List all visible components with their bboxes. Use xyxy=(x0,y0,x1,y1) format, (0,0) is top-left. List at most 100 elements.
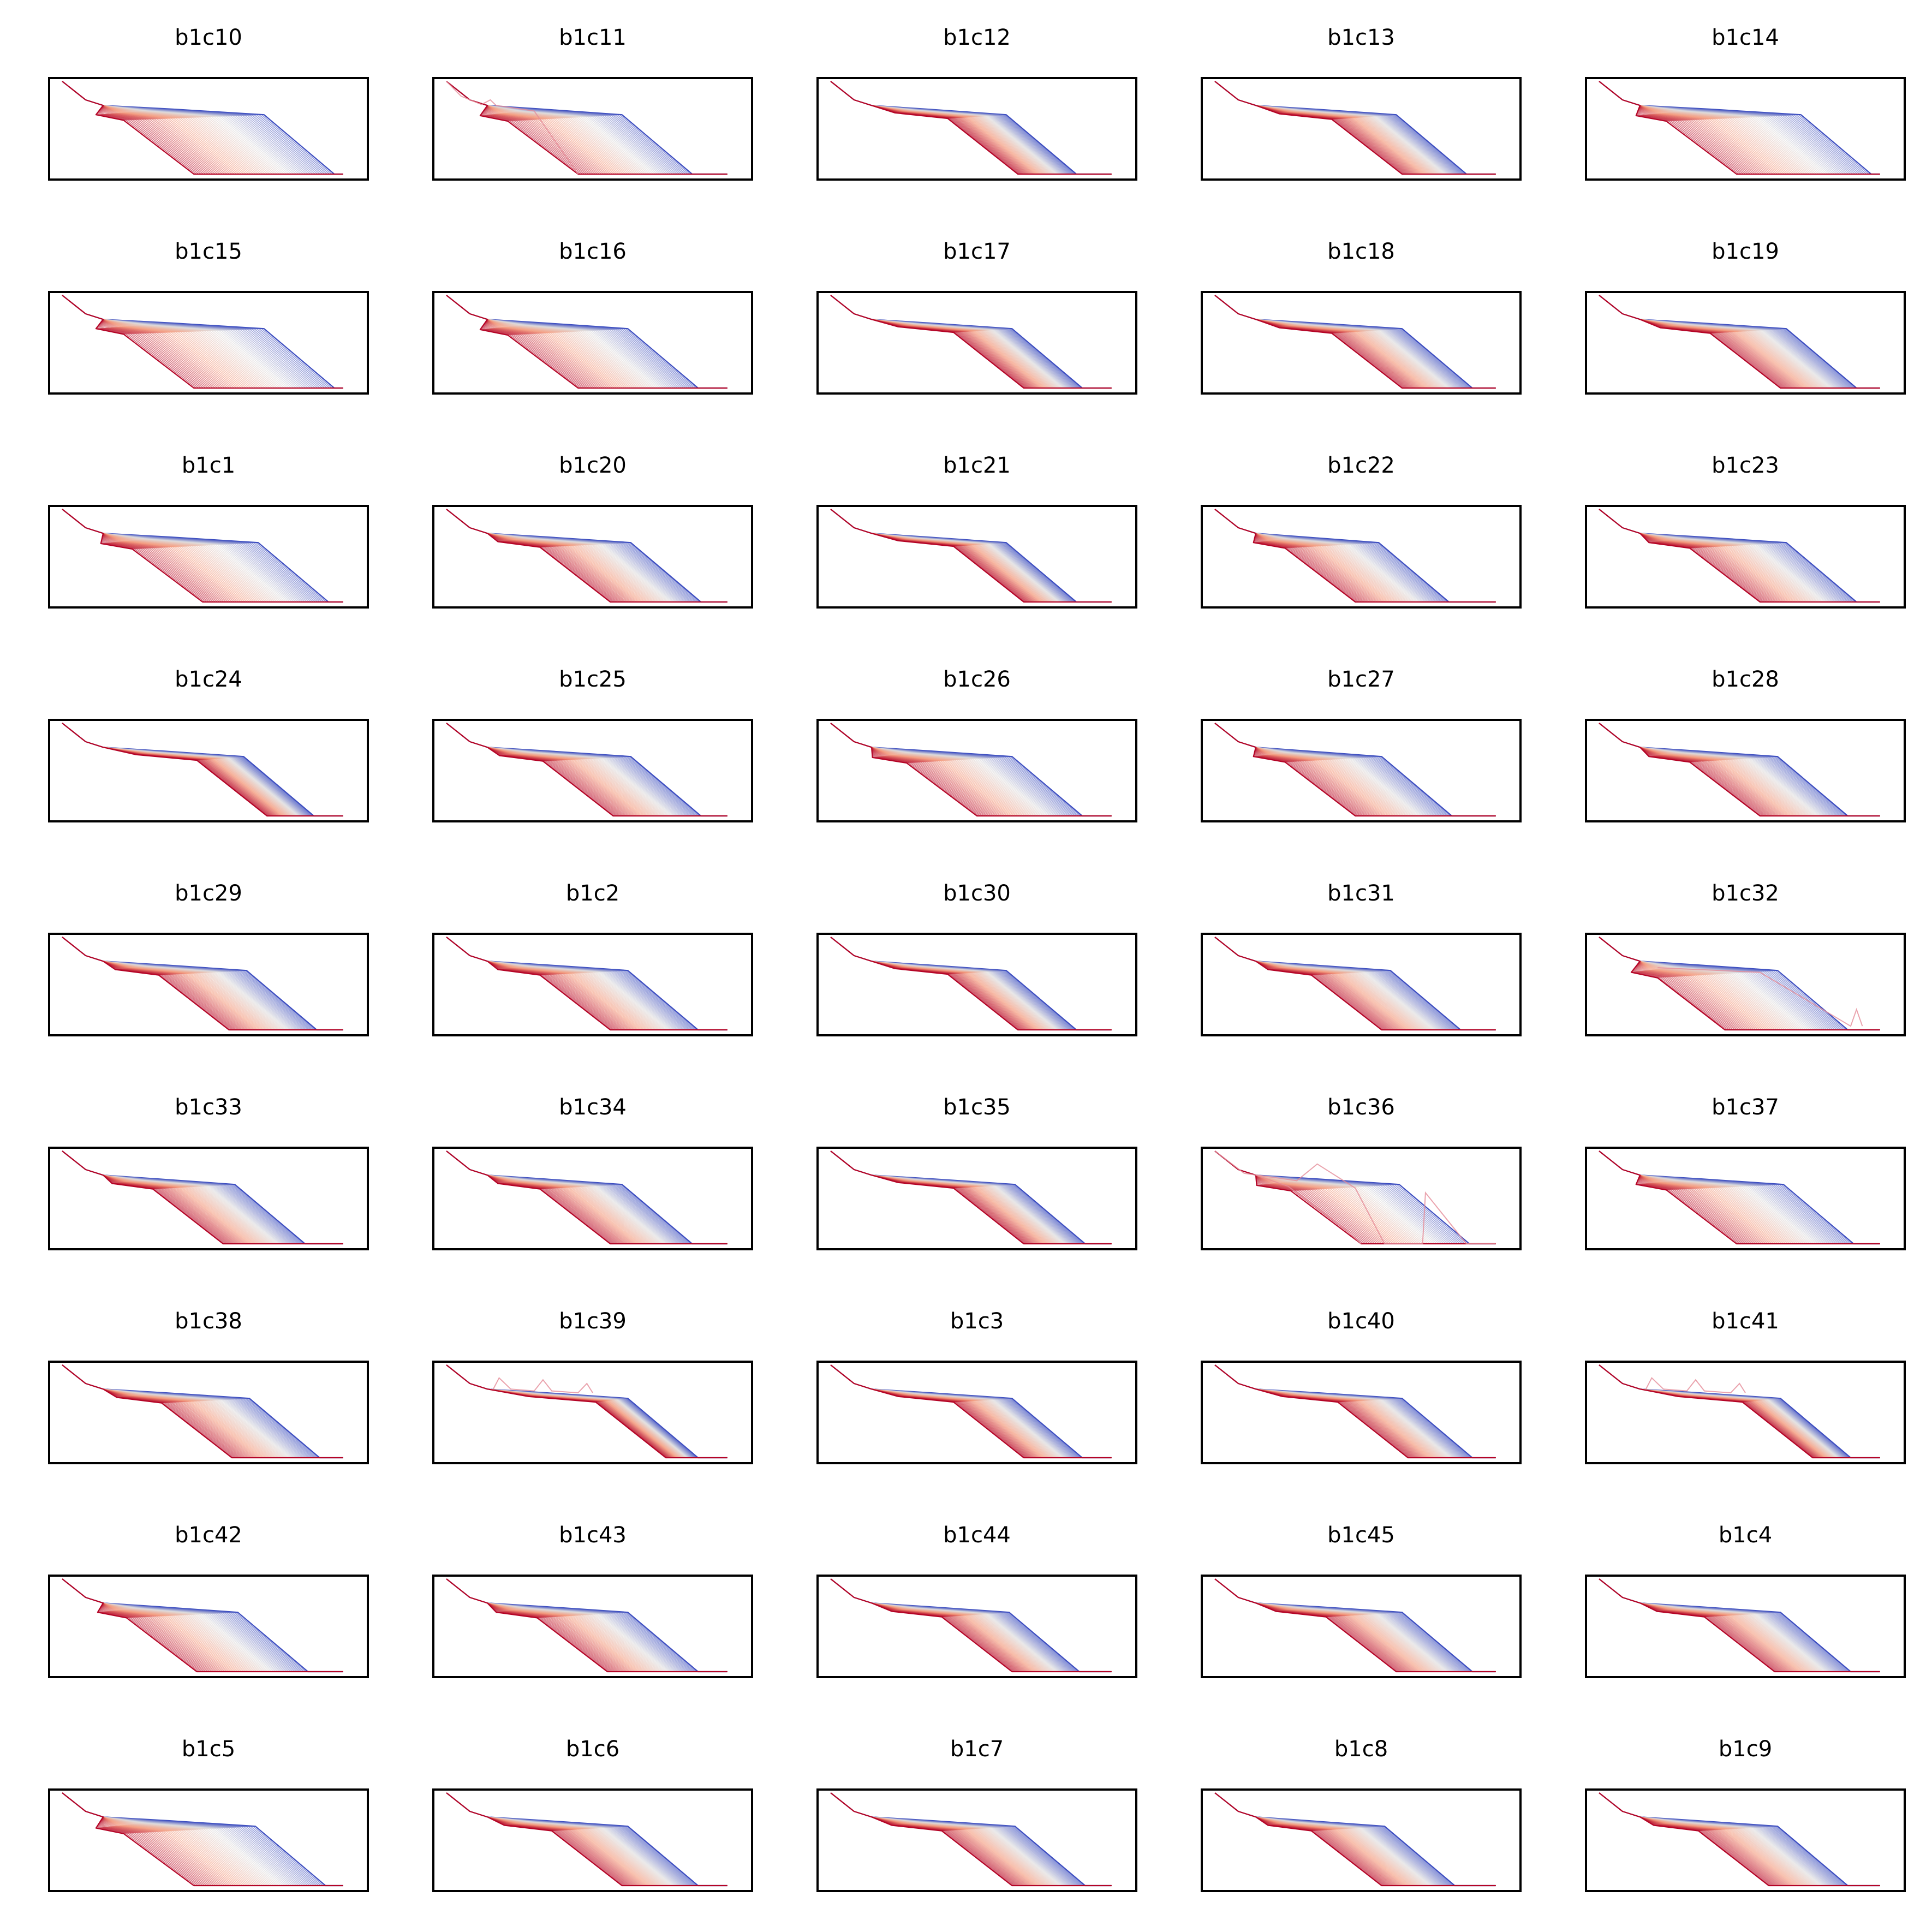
series-group xyxy=(830,1578,1112,1673)
cycle-curve xyxy=(1599,1364,1880,1458)
cycle-curve xyxy=(62,1578,343,1672)
panel-title: b1c23 xyxy=(1712,453,1779,478)
panel-b1c10: b1c10 xyxy=(48,25,369,182)
cycle-curve xyxy=(446,1364,728,1458)
panel-title: b1c39 xyxy=(559,1309,627,1334)
panel-b1c38: b1c38 xyxy=(48,1308,369,1465)
cycle-curve xyxy=(1599,1364,1880,1458)
cycle-curve xyxy=(830,81,1112,175)
panel-b1c44: b1c44 xyxy=(816,1522,1137,1679)
cycle-curve xyxy=(446,1364,728,1458)
series-group xyxy=(1599,295,1880,389)
plot-area xyxy=(48,1361,369,1464)
cycle-curve xyxy=(62,723,343,816)
series-group xyxy=(446,295,728,389)
panel-b1c19: b1c19 xyxy=(1585,238,1906,396)
cycle-curve xyxy=(446,1578,728,1672)
cycle-curve xyxy=(62,723,343,816)
panel-title: b1c18 xyxy=(1327,239,1395,264)
cycle-curve xyxy=(446,1364,728,1458)
cycle-curve xyxy=(62,1578,343,1672)
cycle-curve xyxy=(1599,1364,1880,1458)
cycle-curve xyxy=(1599,1364,1880,1458)
panel-b1c8: b1c8 xyxy=(1201,1736,1522,1893)
cycle-curve xyxy=(62,1578,343,1672)
cycle-curve xyxy=(1599,1364,1880,1458)
cycle-curve xyxy=(62,723,343,816)
panel-title: b1c10 xyxy=(175,25,242,50)
cycle-curve xyxy=(446,1578,728,1672)
series-group xyxy=(1599,1150,1880,1245)
cycle-curve xyxy=(446,1364,728,1458)
cycle-curve xyxy=(446,1578,728,1672)
cycle-curve xyxy=(62,723,343,816)
cycle-curve xyxy=(446,1364,728,1458)
series-group xyxy=(62,1578,343,1673)
axes-frame xyxy=(432,1147,753,1250)
cycle-curve xyxy=(446,1364,728,1458)
cycle-curve xyxy=(62,723,343,816)
axes-frame xyxy=(1585,505,1906,609)
cycle-curve xyxy=(62,1150,343,1244)
panel-title: b1c45 xyxy=(1327,1523,1395,1548)
plot-area xyxy=(432,1147,753,1250)
cycle-curve xyxy=(62,723,343,816)
plot-area xyxy=(1585,719,1906,822)
cycle-curve xyxy=(1599,937,1880,1031)
cycle-curve xyxy=(446,1578,728,1672)
cycle-curve xyxy=(62,723,343,816)
series-group xyxy=(446,723,728,817)
cycle-curve xyxy=(62,723,343,816)
cycle-curve xyxy=(62,1578,343,1672)
cycle-curve xyxy=(446,1578,728,1672)
plot-area xyxy=(48,1147,369,1250)
series-group xyxy=(1214,81,1496,175)
series-group xyxy=(446,1364,728,1459)
plot-area xyxy=(816,933,1137,1036)
cycle-curve xyxy=(62,1578,343,1672)
cycle-curve xyxy=(62,1578,343,1672)
cycle-curve xyxy=(1599,1364,1880,1458)
cycle-curve xyxy=(62,723,343,816)
cycle-curve xyxy=(1599,1364,1880,1458)
panel-title: b1c21 xyxy=(943,453,1011,478)
cycle-curve xyxy=(446,1578,728,1672)
panel-b1c21: b1c21 xyxy=(816,452,1137,610)
cycle-curve xyxy=(446,1364,728,1458)
cycle-curve xyxy=(62,723,343,816)
cycle-curve xyxy=(446,1364,728,1458)
cycle-curve xyxy=(62,1578,343,1672)
cycle-curve xyxy=(446,1792,728,1887)
plot-area xyxy=(1201,719,1522,822)
panel-b1c14: b1c14 xyxy=(1585,25,1906,182)
cycle-curve xyxy=(62,1578,343,1672)
cycle-curve xyxy=(446,295,728,389)
cycle-curve xyxy=(62,1578,343,1672)
cycle-curve xyxy=(62,295,343,389)
cycle-curve xyxy=(1599,509,1880,603)
cycle-curve xyxy=(446,1578,728,1672)
cycle-curve xyxy=(62,1578,343,1672)
axes-frame xyxy=(1201,1788,1522,1892)
cycle-curve xyxy=(62,1578,343,1672)
series-group xyxy=(446,937,728,1031)
cycle-curve xyxy=(62,1578,343,1672)
cycle-curve xyxy=(62,723,343,816)
cycle-curve xyxy=(62,723,343,816)
panel-title: b1c40 xyxy=(1327,1309,1395,1334)
panel-title: b1c28 xyxy=(1712,667,1779,692)
plot-area xyxy=(48,505,369,609)
cycle-curve xyxy=(446,1578,728,1672)
cycle-curve xyxy=(1599,1364,1880,1458)
cycle-curve xyxy=(1599,1364,1880,1458)
series-group xyxy=(1599,81,1880,175)
panel-title: b1c24 xyxy=(175,667,242,692)
cycle-curve xyxy=(1214,1792,1496,1887)
cycle-curve xyxy=(830,509,1112,603)
cycle-curve xyxy=(62,1578,343,1672)
cycle-curve xyxy=(62,1578,343,1672)
panel-b1c18: b1c18 xyxy=(1201,238,1522,396)
cycle-curve xyxy=(446,1150,728,1245)
axes-frame xyxy=(1585,1575,1906,1678)
series-group xyxy=(62,295,343,389)
